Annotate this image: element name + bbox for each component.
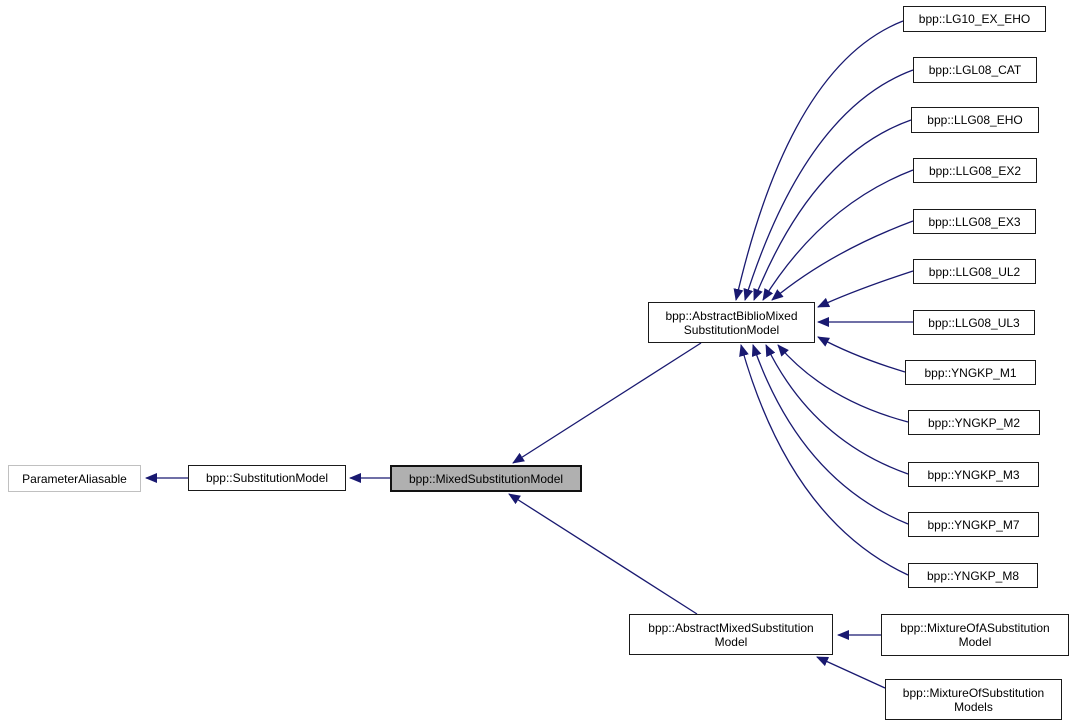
node-LLG08_UL3[interactable]: bpp::LLG08_UL3: [913, 310, 1035, 335]
node-LGL08_CAT[interactable]: bpp::LGL08_CAT: [913, 57, 1037, 83]
edge-AbstractMixedSubstitutionModel-to-MixedSubstitutionModel: [508, 493, 698, 615]
node-LLG08_UL2[interactable]: bpp::LLG08_UL2: [913, 259, 1036, 284]
edge-LLG08_EX3-to-AbstractBiblioMixedSubstitutionModel: [771, 220, 914, 301]
node-YNGKP_M7[interactable]: bpp::YNGKP_M7: [908, 512, 1039, 537]
edge-MixtureOfSubstitutionModels-to-AbstractMixedSubstitutionModel: [816, 656, 886, 689]
edge-YNGKP_M3-to-AbstractBiblioMixedSubstitutionModel: [765, 344, 909, 475]
node-YNGKP_M3[interactable]: bpp::YNGKP_M3: [908, 462, 1039, 487]
edge-LLG08_EHO-to-AbstractBiblioMixedSubstitutionModel: [753, 119, 912, 301]
edge-LLG08_EX2-to-AbstractBiblioMixedSubstitutionModel: [762, 169, 914, 301]
node-YNGKP_M1[interactable]: bpp::YNGKP_M1: [905, 360, 1036, 385]
node-ParameterAliasable: ParameterAliasable: [8, 465, 141, 492]
edge-YNGKP_M8-to-AbstractBiblioMixedSubstitutionModel: [739, 344, 909, 576]
node-LLG08_EX2[interactable]: bpp::LLG08_EX2: [913, 158, 1037, 183]
node-LLG08_EX3[interactable]: bpp::LLG08_EX3: [913, 209, 1036, 234]
edge-LLG08_UL2-to-AbstractBiblioMixedSubstitutionModel: [817, 270, 914, 308]
node-AbstractBiblioMixedSubstitutionModel[interactable]: bpp::AbstractBiblioMixed SubstitutionMod…: [648, 302, 815, 343]
node-LG10_EX_EHO[interactable]: bpp::LG10_EX_EHO: [903, 6, 1046, 32]
edge-LGL08_CAT-to-AbstractBiblioMixedSubstitutionModel: [743, 69, 914, 301]
node-YNGKP_M2[interactable]: bpp::YNGKP_M2: [908, 410, 1040, 435]
node-YNGKP_M8[interactable]: bpp::YNGKP_M8: [908, 563, 1038, 588]
edge-YNGKP_M7-to-AbstractBiblioMixedSubstitutionModel: [751, 344, 909, 525]
node-AbstractMixedSubstitutionModel[interactable]: bpp::AbstractMixedSubstitution Model: [629, 614, 833, 655]
node-MixtureOfSubstitutionModels[interactable]: bpp::MixtureOfSubstitution Models: [885, 679, 1062, 720]
node-MixedSubstitutionModel: bpp::MixedSubstitutionModel: [390, 465, 582, 492]
edge-YNGKP_M2-to-AbstractBiblioMixedSubstitutionModel: [777, 344, 909, 423]
node-MixtureOfASubstitutionModel[interactable]: bpp::MixtureOfASubstitution Model: [881, 614, 1069, 656]
node-LLG08_EHO[interactable]: bpp::LLG08_EHO: [911, 107, 1039, 133]
edge-AbstractBiblioMixedSubstitutionModel-to-MixedSubstitutionModel: [512, 342, 702, 464]
node-SubstitutionModel[interactable]: bpp::SubstitutionModel: [188, 465, 346, 491]
edge-YNGKP_M1-to-AbstractBiblioMixedSubstitutionModel: [817, 336, 906, 373]
edge-LG10_EX_EHO-to-AbstractBiblioMixedSubstitutionModel: [733, 20, 904, 301]
